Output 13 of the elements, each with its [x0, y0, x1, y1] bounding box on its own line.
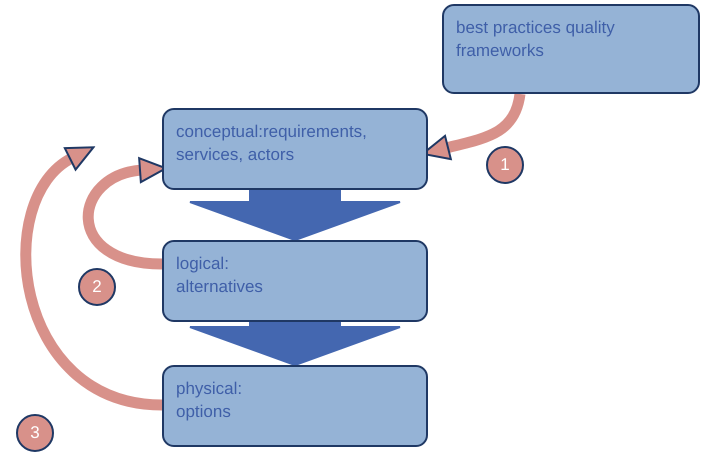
process-box — [162, 365, 428, 447]
block-arrow — [189, 189, 401, 242]
callout-number: 1 — [486, 146, 524, 184]
process-box — [162, 240, 428, 322]
box-text: physical: options — [176, 378, 244, 423]
process-box — [442, 4, 700, 94]
box-text: conceptual:requirements, services, actors — [176, 121, 368, 166]
callout-number: 2 — [78, 268, 116, 306]
process-box — [162, 108, 428, 190]
box-text: logical: alternatives — [176, 253, 264, 298]
box-text: best practices quality frameworks — [456, 17, 616, 62]
block-arrow — [189, 321, 401, 366]
callout-number: 3 — [16, 414, 54, 452]
